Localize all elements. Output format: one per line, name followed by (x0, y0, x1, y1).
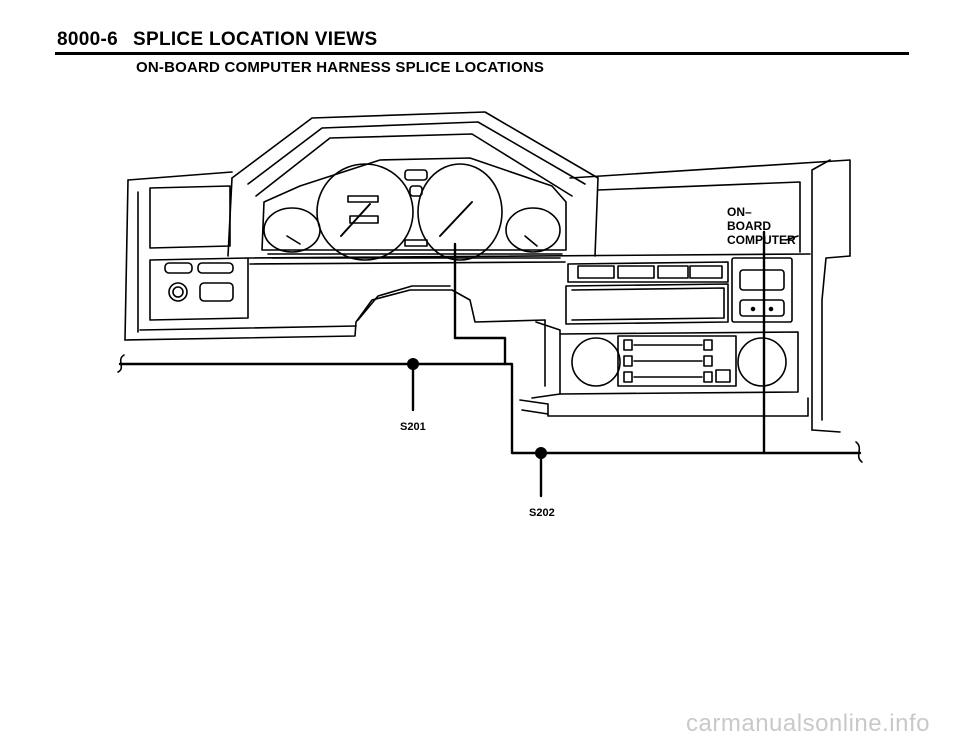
watermark: carmanualsonline.info (686, 710, 930, 737)
component-label-line-1: ON– (727, 205, 752, 219)
splice-s202-label: S202 (529, 507, 555, 519)
on-board-computer-unit (731, 257, 793, 323)
wire-break-left (117, 354, 125, 373)
component-label-line-2: BOARD (727, 219, 771, 233)
left-dash-panel (124, 171, 249, 341)
cluster-hood (227, 111, 599, 257)
page-number: 8000-6 (57, 29, 118, 50)
splice-s201-label: S201 (400, 421, 426, 433)
center-console (519, 261, 809, 417)
harness-wiring (118, 230, 862, 498)
wire-break-right (855, 441, 863, 463)
component-label-leader (785, 235, 799, 241)
on-board-computer-label: ON– BOARD COMPUTER (727, 205, 799, 247)
instrument-cluster (261, 157, 567, 261)
splice-s202-dot (535, 447, 547, 459)
dashboard-body (124, 159, 851, 433)
section-title: SPLICE LOCATION VIEWS (133, 29, 378, 50)
splice-s201-dot (407, 358, 419, 370)
diagram-subtitle: ON-BOARD COMPUTER HARNESS SPLICE LOCATIO… (136, 59, 545, 76)
header-rule (55, 52, 909, 55)
component-label-line-3: COMPUTER (727, 233, 796, 247)
